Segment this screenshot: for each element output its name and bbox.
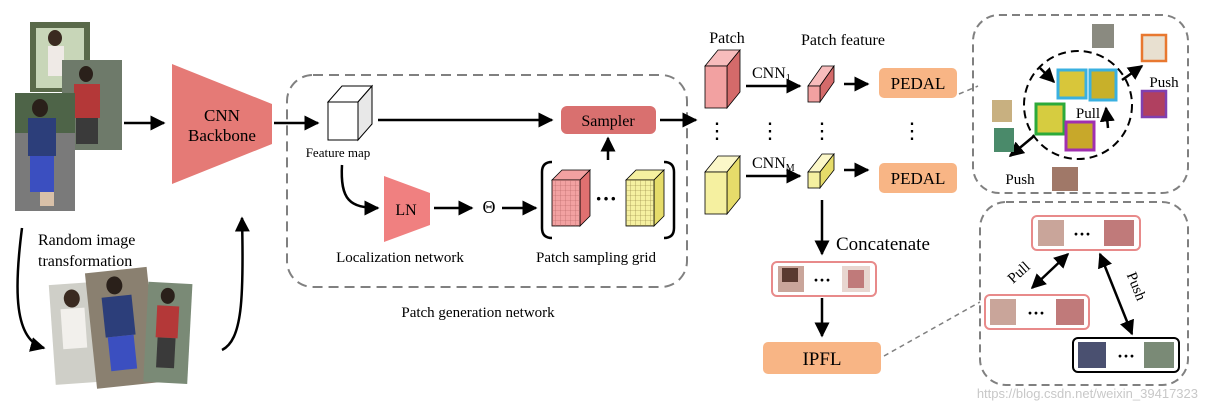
pedal-top-box: PEDAL	[879, 68, 957, 98]
transformed-image-2	[84, 266, 159, 389]
pedal-zoom-connector	[958, 85, 979, 95]
arrow-random-transform-down	[16, 227, 46, 352]
cnn-backbone-label-line2: Backbone	[188, 126, 256, 145]
patch-header: Patch	[709, 30, 745, 47]
cnn1-label: CNN1	[752, 65, 791, 84]
sampler-label: Sampler	[581, 113, 635, 130]
ipfl-negative-row: ···	[1072, 337, 1180, 373]
ipfl-zoom-connector	[883, 301, 981, 357]
push-arrow-upper-right	[1121, 64, 1144, 82]
patch-feature-yellow	[807, 152, 835, 190]
watermark: https://blog.csdn.net/weixin_39417323	[977, 386, 1198, 401]
pedal-pull-label: Pull	[1076, 106, 1100, 122]
pedal-bottom-label: PEDAL	[891, 169, 946, 188]
ipfl-box: IPFL	[763, 342, 881, 374]
ipfl-positive-row: ···	[984, 294, 1090, 330]
pull-arrow-lower-right	[1099, 106, 1115, 129]
anchor-ellipsis: ···	[1073, 224, 1091, 244]
cnnm-label: CNNM	[752, 155, 795, 174]
patch-generation-network-box	[286, 74, 688, 288]
patch-yellow	[704, 154, 741, 216]
ln-label: LN	[395, 202, 417, 219]
pedal-outlier-patches	[992, 24, 1168, 191]
theta-symbol: Θ	[483, 197, 496, 217]
pull-arrow-upper-left	[1039, 67, 1056, 84]
vdots-patch: ⋮	[706, 118, 728, 143]
cnn-backbone-label-line1: CNN	[204, 106, 240, 125]
feature-map-cube	[326, 84, 374, 142]
feature-map-label: Feature map	[306, 145, 371, 160]
ipfl-pull-label: Pull	[1005, 259, 1034, 287]
ipfl-pull-arrow	[1030, 252, 1070, 290]
random-transform-label-line1: Random image	[38, 232, 135, 249]
ipfl-anchor-row: ···	[1031, 215, 1141, 251]
positive-ellipsis: ···	[1027, 303, 1045, 323]
patch-sampling-grid: ···	[540, 160, 676, 240]
ipfl-push-label: Push	[1123, 270, 1149, 304]
input-image-3	[15, 93, 75, 211]
pedal-cluster-patches	[1034, 68, 1118, 152]
localization-network-label: Localization network	[336, 250, 464, 266]
arrow-transform-to-backbone	[221, 216, 250, 352]
patch-red	[704, 48, 741, 110]
vdots-feature: ⋮	[811, 118, 833, 143]
negative-ellipsis: ···	[1117, 346, 1135, 366]
transformed-image-3	[143, 281, 193, 384]
transformed-images	[48, 266, 193, 389]
vdots-pedal: ⋮	[901, 118, 923, 143]
pedal-detail-box	[972, 14, 1189, 194]
pedal-bottom-box: PEDAL	[879, 163, 957, 193]
patch-feature-header: Patch feature	[801, 32, 885, 49]
push-arrow-lower-left	[1008, 135, 1035, 157]
concat-ellipsis: ···	[813, 270, 831, 290]
input-image-1	[30, 22, 90, 92]
cnn-backbone: CNN Backbone	[172, 64, 272, 184]
pedal-top-label: PEDAL	[891, 74, 946, 93]
grid-ellipsis: ···	[595, 186, 617, 211]
random-transform-label-line2: transformation	[38, 253, 132, 270]
pedal-cluster-circle	[1023, 50, 1133, 160]
vdots-cnn: ⋮	[759, 118, 781, 143]
grid-cube-yellow	[625, 169, 665, 227]
ipfl-push-arrow	[1098, 252, 1134, 336]
concatenated-features: ···	[771, 261, 877, 297]
localization-network-block: LN	[384, 176, 430, 242]
ipfl-label: IPFL	[802, 349, 841, 370]
ipfl-detail-box	[979, 201, 1189, 386]
patch-generation-network-label: Patch generation network	[401, 305, 555, 321]
input-images	[15, 22, 122, 211]
grid-cube-red	[551, 169, 591, 227]
sampler-box: Sampler	[561, 106, 656, 134]
arrow-feature-to-ln	[340, 164, 380, 216]
patch-feature-red	[807, 64, 835, 104]
pedal-push-label-left: Push	[1005, 172, 1035, 188]
concatenate-label: Concatenate	[836, 234, 930, 255]
pedal-push-label-right: Push	[1149, 75, 1179, 91]
patch-sampling-grid-label: Patch sampling grid	[536, 250, 656, 266]
